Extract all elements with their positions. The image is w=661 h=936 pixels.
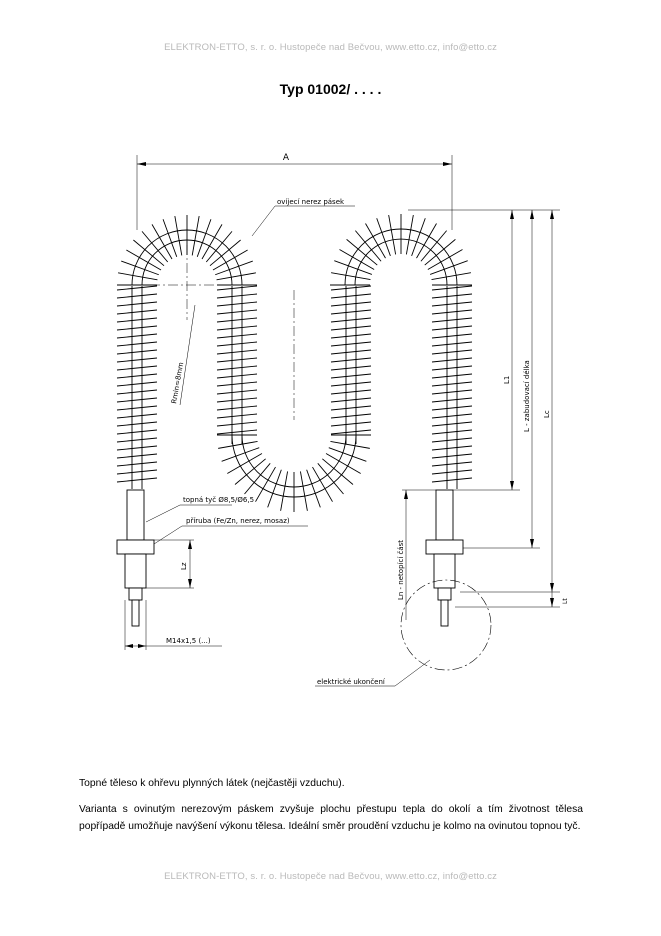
dimension-arrows — [125, 162, 554, 648]
left-terminal — [116, 489, 155, 627]
label-tape: ovíjecí nerez pásek — [277, 198, 345, 206]
finned-heating-coil — [116, 214, 473, 512]
leader-lines — [145, 205, 431, 687]
description-line: Topné těleso k ohřevu plynných látek (ne… — [79, 778, 345, 789]
label-rod: topná tyč Ø8,5/Ø6,5 — [183, 496, 254, 504]
dimension-lines — [124, 155, 560, 650]
page-footer: ELEKTRON-ETTO, s. r. o. Hustopeče nad Be… — [164, 871, 497, 882]
dim-label-lc: Lc — [543, 410, 551, 418]
description-paragraph: Varianta s ovinutým nerezovým páskem zvy… — [79, 804, 583, 832]
page-title: Typ 01002/ . . . . — [279, 81, 382, 97]
label-termination: elektrické ukončení — [317, 678, 386, 686]
label-thread: M14x1,5 (...) — [166, 637, 211, 645]
dim-label-a: A — [283, 153, 290, 163]
label-flange: příruba (Fe/Zn, nerez, mosaz) — [186, 517, 290, 525]
dim-label-ln: Ln - netopící část — [397, 540, 405, 600]
label-radius: Rmin=8mm — [170, 361, 185, 404]
dim-label-lz: Lz — [180, 562, 188, 570]
technical-drawing: A ovíjecí nerez pásek Rmin=8mm topná tyč… — [116, 153, 569, 687]
right-terminal — [425, 489, 464, 627]
page-header: ELEKTRON-ETTO, s. r. o. Hustopeče nad Be… — [164, 42, 497, 53]
dim-label-l: L - zabudovací délka — [523, 360, 531, 432]
dim-label-lt: Lt — [562, 598, 569, 604]
termination-detail-circle — [400, 579, 492, 671]
centerlines — [150, 245, 295, 420]
dim-label-l1: L1 — [503, 376, 511, 384]
